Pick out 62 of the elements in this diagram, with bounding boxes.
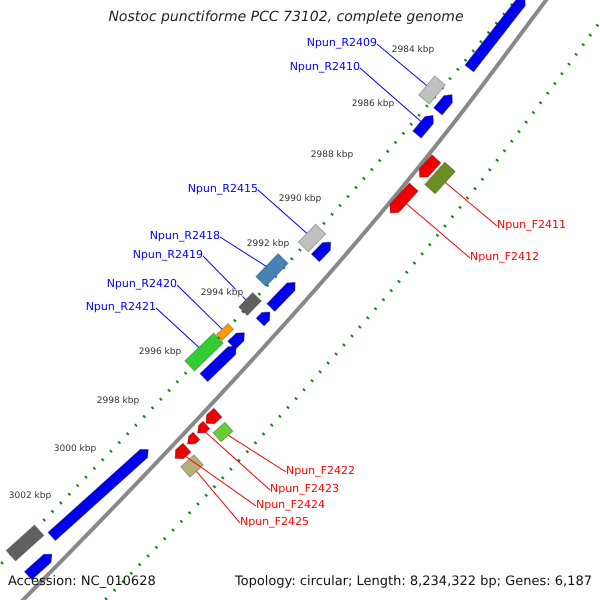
tick-label: 3000 kbp bbox=[54, 445, 96, 454]
gene-label: Npun_R2420 bbox=[106, 278, 177, 289]
tick-label: 2984 kbp bbox=[392, 46, 434, 55]
gene-bar bbox=[389, 182, 419, 214]
gene-label: Npun_R2415 bbox=[188, 183, 258, 194]
topology-text: Topology: circular; Length: 8,234,322 bp; Genes: 6,187 bbox=[234, 575, 592, 588]
leader-line bbox=[220, 236, 266, 267]
leader-line bbox=[205, 432, 270, 490]
leader-line bbox=[406, 203, 470, 258]
gene-label: Npun_F2425 bbox=[240, 516, 309, 527]
tick-label: 2986 kbp bbox=[352, 100, 394, 109]
tick-label: 2990 kbp bbox=[278, 195, 322, 204]
leader-line bbox=[176, 284, 223, 330]
tick-label: 2998 kbp bbox=[96, 397, 140, 406]
gene-bar bbox=[255, 311, 270, 327]
gene-bar bbox=[464, 0, 526, 73]
gene-bar bbox=[206, 407, 223, 424]
gene-bar bbox=[212, 421, 234, 443]
tick-label: 2994 kbp bbox=[200, 289, 244, 298]
gene-label: Npun_F2424 bbox=[256, 499, 325, 510]
gene-label: Npun_R2410 bbox=[290, 61, 360, 72]
leader-line bbox=[196, 470, 240, 524]
tick-label: 2996 kbp bbox=[138, 348, 182, 357]
gene-bar bbox=[180, 454, 204, 478]
gene-label: Npun_R2419 bbox=[132, 249, 203, 260]
leader-line bbox=[376, 44, 428, 86]
gene-bar bbox=[298, 223, 326, 253]
gene-label: Npun_F2411 bbox=[497, 219, 566, 230]
gene-bar bbox=[196, 420, 211, 434]
gene-label: Npun_F2412 bbox=[470, 251, 539, 262]
gene-bar bbox=[186, 432, 201, 445]
gene-bar bbox=[412, 114, 434, 139]
gene-label: Npun_R2421 bbox=[86, 301, 156, 312]
leader-line bbox=[156, 308, 200, 348]
gene-bar bbox=[5, 524, 45, 562]
gene-label: Npun_F2423 bbox=[270, 483, 339, 494]
gene-bar bbox=[199, 346, 237, 382]
gene-bar bbox=[255, 252, 289, 288]
gene-bar bbox=[433, 94, 453, 116]
leader-line bbox=[186, 456, 256, 506]
leader-line bbox=[444, 182, 498, 226]
leader-line bbox=[360, 68, 422, 122]
gene-bar bbox=[424, 161, 456, 195]
gene-bar bbox=[266, 282, 296, 312]
gene-bar bbox=[216, 322, 234, 342]
leader-line bbox=[202, 256, 246, 300]
gene-bar bbox=[310, 242, 332, 262]
gene-bar bbox=[174, 442, 192, 460]
gene-label: Npun_R2409 bbox=[306, 37, 377, 48]
leader-line bbox=[228, 434, 286, 472]
tick-label: 2992 kbp bbox=[246, 240, 290, 249]
accession-text: Accession: NC_010628 bbox=[8, 575, 156, 588]
leader-line bbox=[258, 190, 308, 234]
diagram-title: Nostoc punctiforme PCC 73102, complete genome bbox=[108, 10, 464, 24]
gene-bar bbox=[418, 154, 442, 178]
gene-bar bbox=[227, 332, 245, 350]
gene-bar bbox=[184, 332, 224, 372]
tick-label: 2988 kbp bbox=[310, 151, 354, 160]
gene-bar bbox=[418, 75, 446, 105]
gene-label: Npun_F2422 bbox=[286, 465, 355, 476]
tick-label: 3002 kbp bbox=[8, 492, 52, 501]
gene-label: Npun_R2418 bbox=[150, 230, 220, 241]
